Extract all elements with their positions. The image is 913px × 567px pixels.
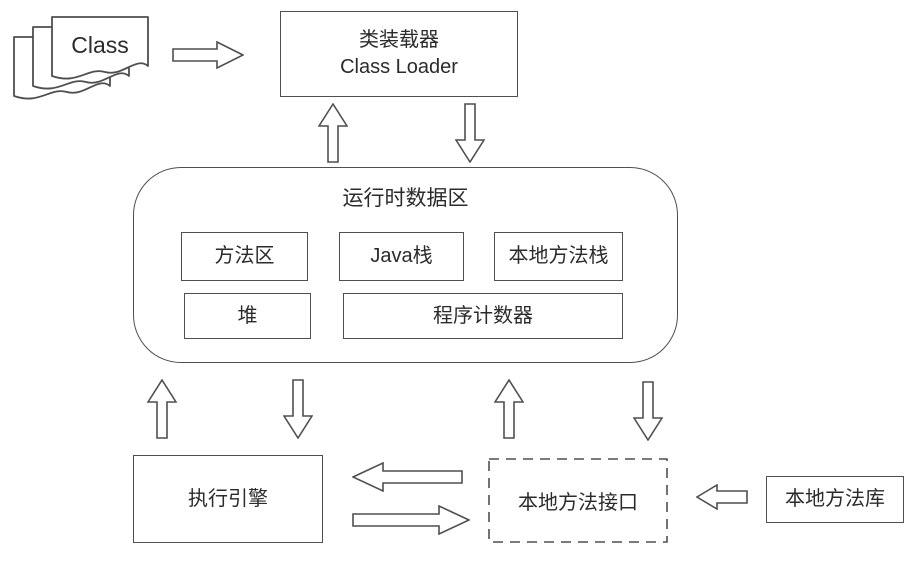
arrow-runtime-to-execution-engine-icon xyxy=(283,379,313,439)
native-method-library-label: 本地方法库 xyxy=(785,488,885,510)
native-method-interface-label: 本地方法接口 xyxy=(518,492,638,514)
native-method-library-node: 本地方法库 xyxy=(766,476,904,523)
arrow-class-to-classloader-icon xyxy=(172,41,244,69)
java-stack-label: Java栈 xyxy=(370,245,433,267)
class-files-document-stack-icon: Class xyxy=(13,16,149,100)
method-area-label: 方法区 xyxy=(214,245,275,267)
native-method-stack-node: 本地方法栈 xyxy=(494,232,623,281)
runtime-data-area-node: 运行时数据区 方法区 Java栈 本地方法栈 堆 程序计数器 xyxy=(133,167,678,363)
execution-engine-label: 执行引擎 xyxy=(188,487,268,510)
program-counter-label: 程序计数器 xyxy=(433,304,533,327)
class-loader-node: 类装载器 Class Loader xyxy=(280,11,518,97)
arrow-native-interface-to-runtime-icon xyxy=(494,379,524,439)
native-method-interface-node: 本地方法接口 xyxy=(488,458,668,543)
arrow-execution-engine-to-native-interface-icon xyxy=(352,505,470,535)
arrow-native-library-to-native-interface-icon xyxy=(696,484,748,510)
arrow-execution-engine-to-runtime-icon xyxy=(147,379,177,439)
arrow-classloader-to-runtime-icon xyxy=(455,103,485,163)
arrow-runtime-to-classloader-icon xyxy=(318,103,348,163)
arrow-native-interface-to-execution-engine-icon xyxy=(352,462,463,492)
class-loader-label-en: Class Loader xyxy=(340,56,458,78)
method-area-node: 方法区 xyxy=(181,232,308,281)
runtime-data-area-title: 运行时数据区 xyxy=(342,187,469,210)
program-counter-node: 程序计数器 xyxy=(343,293,623,339)
class-files-label: Class xyxy=(71,32,129,58)
class-loader-label-zh: 类装载器 xyxy=(359,29,439,51)
arrow-runtime-to-native-interface-icon xyxy=(633,381,663,441)
java-stack-node: Java栈 xyxy=(339,232,464,281)
heap-label: 堆 xyxy=(237,304,258,327)
dashed-border xyxy=(488,458,668,543)
heap-node: 堆 xyxy=(184,293,311,339)
native-method-stack-label: 本地方法栈 xyxy=(508,245,609,267)
execution-engine-node: 执行引擎 xyxy=(133,455,323,543)
